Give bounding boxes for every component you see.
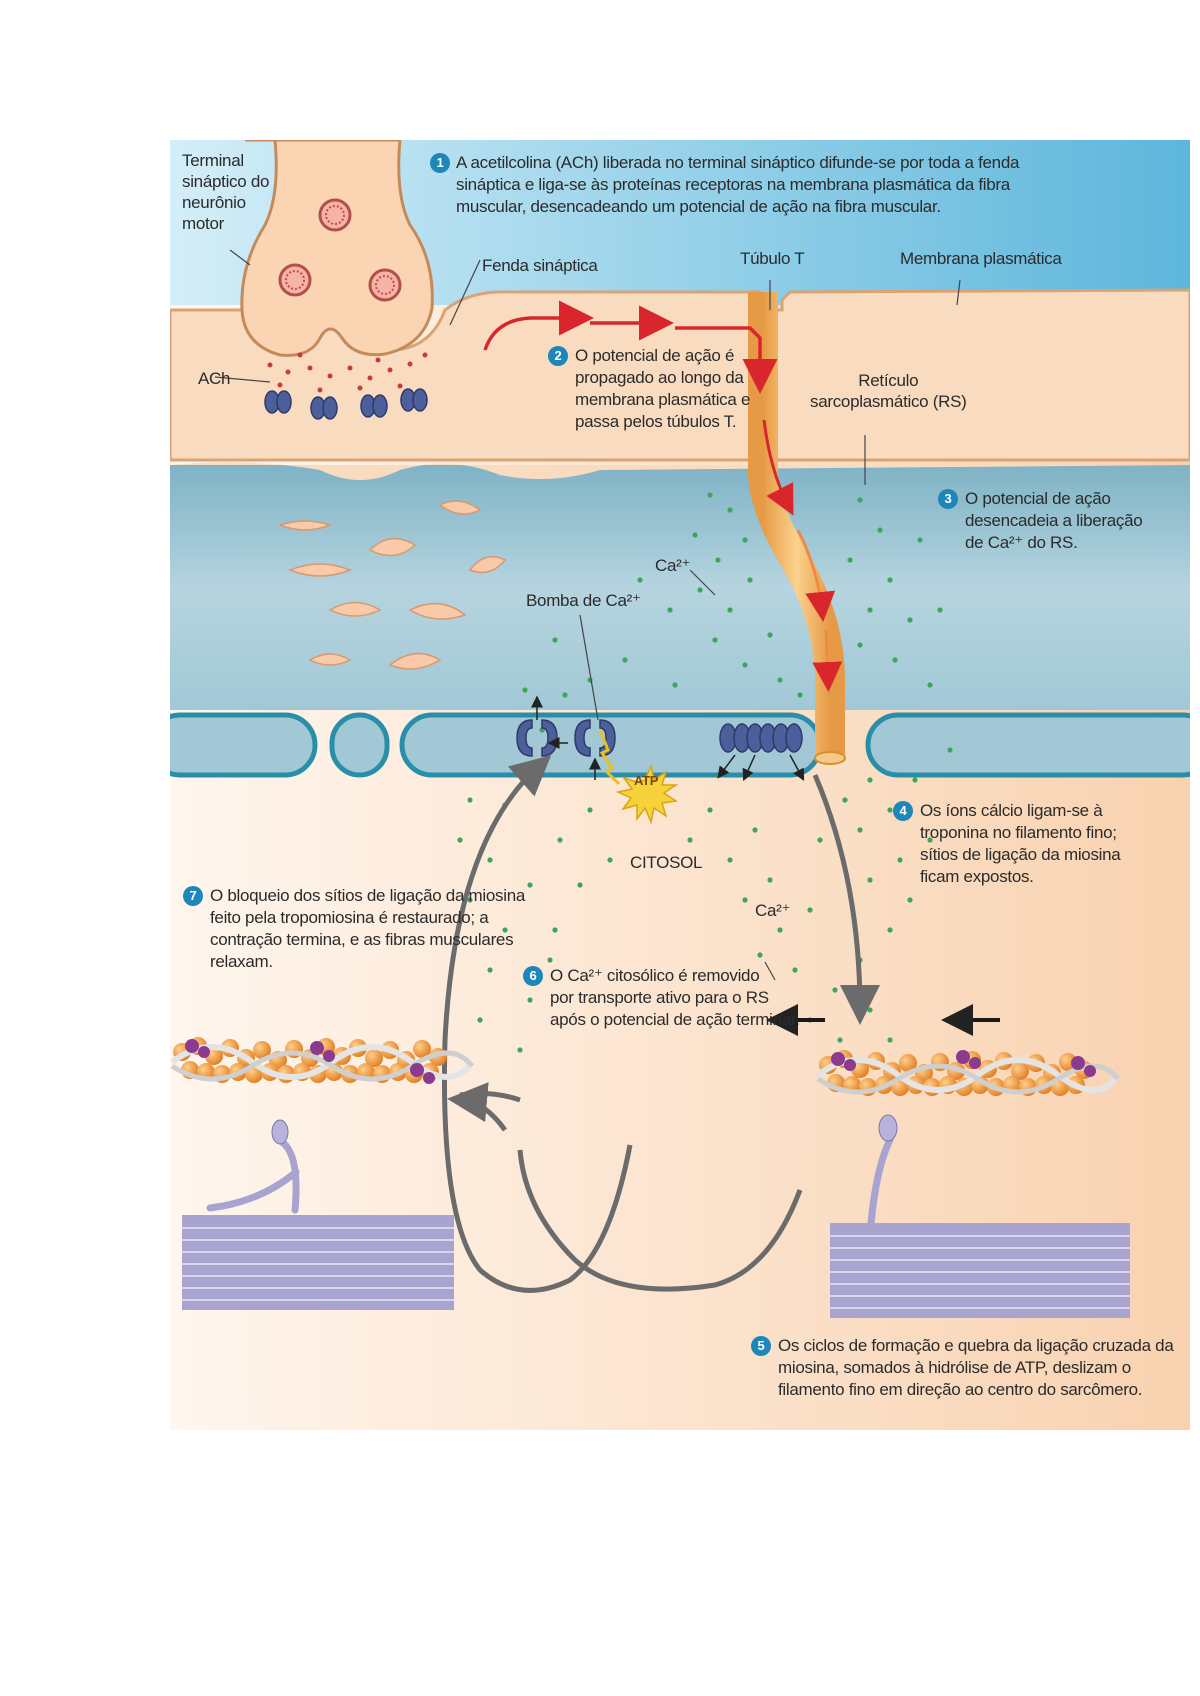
step-7-caption: 7 O bloqueio dos sítios de ligação da mi… [183, 885, 525, 973]
step-1-badge: 1 [430, 153, 450, 173]
label-t-tubule: Túbulo T [740, 249, 805, 268]
step-2-badge: 2 [548, 346, 568, 366]
diagram-artwork [170, 140, 1190, 1430]
label-calcium-pump: Bomba de Ca²⁺ [526, 591, 641, 610]
label-cytosol: CITOSOL [630, 853, 703, 872]
label-calcium-top: Ca²⁺ [655, 556, 691, 575]
synaptic-vesicles [278, 198, 402, 302]
action-potential-arrow [483, 300, 594, 351]
sarcoplasmic-reticulum [170, 465, 1190, 710]
step-7-badge: 7 [183, 886, 203, 906]
step-3-badge: 3 [938, 489, 958, 509]
label-atp: ATP [634, 773, 659, 788]
step-5-caption: 5 Os ciclos de formação e quebra da liga… [751, 1335, 1174, 1401]
atp-burst [598, 729, 679, 825]
thin-filament-relaxed [170, 1037, 475, 1214]
label-calcium-bottom: Ca²⁺ [755, 901, 791, 920]
label-ach: ACh [198, 369, 231, 388]
thick-filament-right [830, 1223, 1130, 1318]
motor-neuron-terminal [240, 140, 434, 357]
step-6-badge: 6 [523, 966, 543, 986]
leader-lines [214, 249, 961, 981]
ach-receptors [264, 388, 428, 420]
label-synaptic-cleft: Fenda sináptica [482, 256, 598, 275]
acetylcholine-molecules [267, 352, 428, 393]
ion-flow-arrows [531, 695, 805, 782]
contraction-cycle-arrow [812, 774, 880, 1025]
step-5-badge: 5 [751, 1336, 771, 1356]
sr-tubule-fragments [277, 500, 507, 670]
thick-filament-left [182, 1215, 454, 1310]
label-plasma-membrane: Membrana plasmática [900, 249, 1062, 268]
step-4-badge: 4 [893, 801, 913, 821]
thin-filament-active [816, 1050, 1121, 1239]
relaxation-cycle-arrow [441, 755, 633, 1293]
calcium-release-channels [719, 723, 803, 753]
